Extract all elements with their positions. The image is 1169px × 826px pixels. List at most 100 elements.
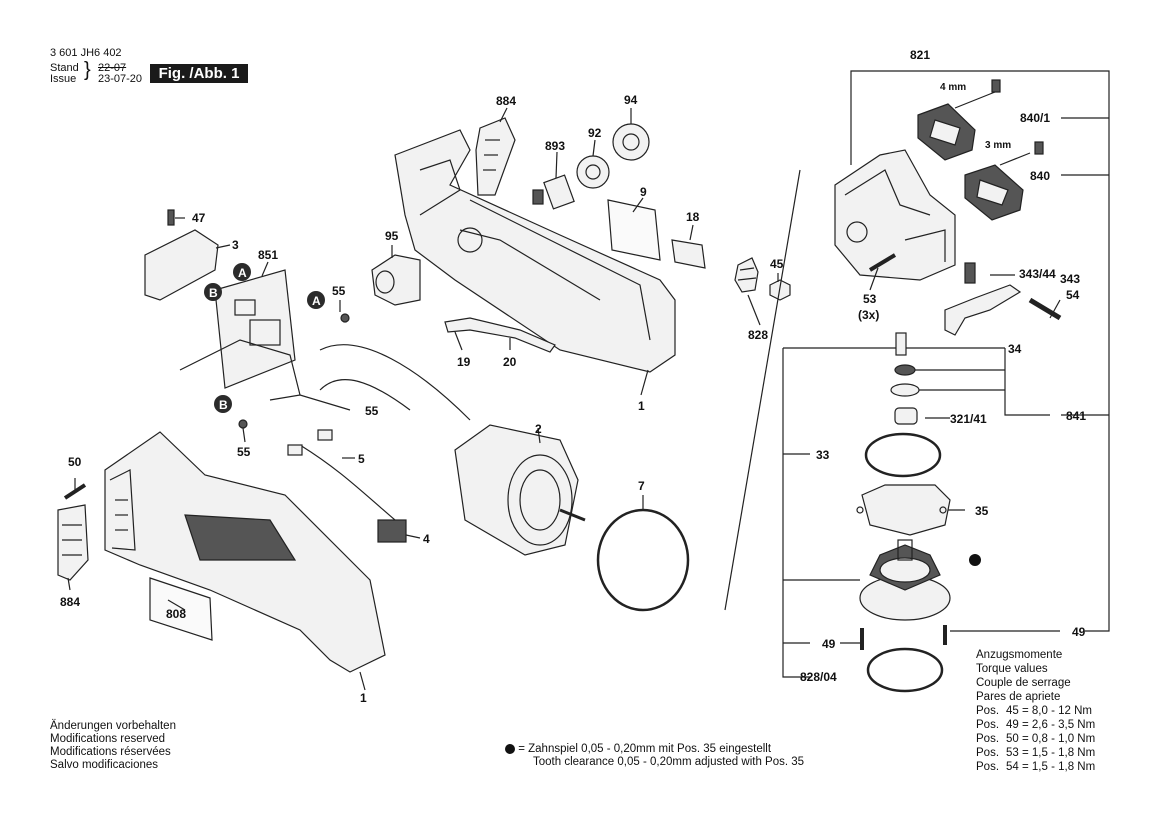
o-ring-33 [864,432,942,478]
callout-343-44: 343/44 [1019,267,1056,281]
pinion-828 [734,257,759,293]
callout-35: 35 [975,504,989,518]
vent-grille-884-upper [475,117,516,196]
marker-a-1: A [238,266,247,280]
tooth-clearance-dot [969,554,981,566]
callout-34: 34 [1008,342,1022,356]
issue-label: Issue [50,73,77,85]
torque-title-es: Pares de apriete [976,691,1061,703]
callout-828-04: 828/04 [800,670,837,684]
housing-half-upper [394,129,676,373]
callout-1-upper: 1 [638,399,645,413]
callout-53: 53 [863,292,877,306]
shaft-34 [890,332,920,425]
shim-35 [856,484,951,536]
callout-851: 851 [258,248,278,262]
bullet-equals: = [518,743,525,755]
lock-button-840 [964,141,1044,221]
marker-b-1: B [209,286,218,300]
battery-latch-3 [144,209,219,301]
callout-821: 821 [910,48,930,62]
callout-4: 4 [423,532,430,546]
callout-55-a: 55 [332,284,346,298]
lock-on-cover-821 [834,149,956,281]
callout-4mm: 4 mm [940,82,966,93]
marker-b-2: B [219,398,228,412]
callout-2: 2 [535,422,542,436]
callout-343: 343 [1060,272,1080,286]
callout-19: 19 [457,355,471,369]
leader-lines [67,107,1061,691]
wire-harness [287,344,471,543]
torque-row: Pos.45 = 8,0 - 12 Nm [976,705,1092,717]
callout-3mm: 3 mm [985,140,1011,151]
connector-markers: A B A B [204,263,325,413]
callout-808: 808 [166,607,186,621]
torque-row: Pos.54 = 1,5 - 1,8 Nm [976,761,1096,773]
tooth-note-en: Tooth clearance 0,05 - 0,20mm adjusted w… [533,756,805,768]
torque-table: Anzugsmomente Torque values Couple de se… [976,648,1095,774]
callout-33: 33 [816,448,830,462]
note-fr: Modifications réservées [50,746,171,758]
callout-18: 18 [686,210,700,224]
o-ring-828-04 [866,647,944,693]
bullet-dot-icon [505,743,515,754]
callout-5: 5 [358,452,365,466]
lock-button-840-1 [917,79,1001,161]
callout-20: 20 [503,355,517,369]
marker-a-2: A [312,294,321,308]
switch-rod-20 [444,317,556,353]
callout-94: 94 [624,93,638,107]
callout-840: 840 [1030,169,1050,183]
torque-row: Pos.50 = 0,8 - 1,0 Nm [976,733,1096,745]
torque-row: Pos.53 = 1,5 - 1,8 Nm [976,747,1096,759]
callout-841: 841 [1066,409,1086,423]
bracket-lines [782,70,1110,678]
callout-92: 92 [588,126,602,140]
callout-50: 50 [68,455,82,469]
cover-95 [371,254,421,306]
callout-49-right: 49 [1072,625,1086,639]
callout-884-upper: 884 [496,94,516,108]
callout-47: 47 [192,211,206,225]
note-es: Salvo modificaciones [50,759,159,771]
housing-half-lower [104,431,386,673]
callout-3x: (3x) [858,308,879,322]
electronics-module-851 [214,269,296,389]
callout-49-left: 49 [822,637,836,651]
brush-assembly [532,123,650,210]
callout-893: 893 [545,139,565,153]
tooth-note-de: Zahnspiel 0,05 - 0,20mm mit Pos. 35 eing… [528,743,772,755]
callout-884-lower: 884 [60,595,80,609]
note-en: Modifications reserved [50,733,166,745]
callout-7: 7 [638,479,645,493]
stand-label: Stand [50,62,79,74]
motor-2 [454,424,586,556]
label-808 [149,577,213,641]
note-de: Änderungen vorbehalten [50,720,176,732]
callout-3-latch: 3 [232,238,239,252]
callout-9: 9 [640,185,647,199]
callout-95: 95 [385,229,399,243]
switch-18 [671,239,706,269]
callout-54: 54 [1066,288,1080,302]
callout-840-1: 840/1 [1020,111,1050,125]
figure-label: Fig. /Abb. 1 [150,64,248,83]
brace-icon: } [84,59,91,81]
issue-date: 23-07-20 [98,73,143,85]
torque-title-en: Torque values [976,663,1048,675]
modification-notes: Änderungen vorbehalten Modifications res… [50,720,176,772]
callout-55-c: 55 [237,445,251,459]
callout-828: 828 [748,328,768,342]
screw-55-a [340,313,350,323]
callout-45: 45 [770,257,784,271]
callout-321-41: 321/41 [950,412,987,426]
callout-1-lower: 1 [360,691,367,705]
torque-title-fr: Couple de serrage [976,677,1071,689]
vent-grille-884-lower [57,504,89,581]
torque-title-de: Anzugsmomente [976,649,1063,661]
bevel-gear [859,539,981,621]
screw-55-b [238,419,248,429]
label-9 [607,199,661,261]
